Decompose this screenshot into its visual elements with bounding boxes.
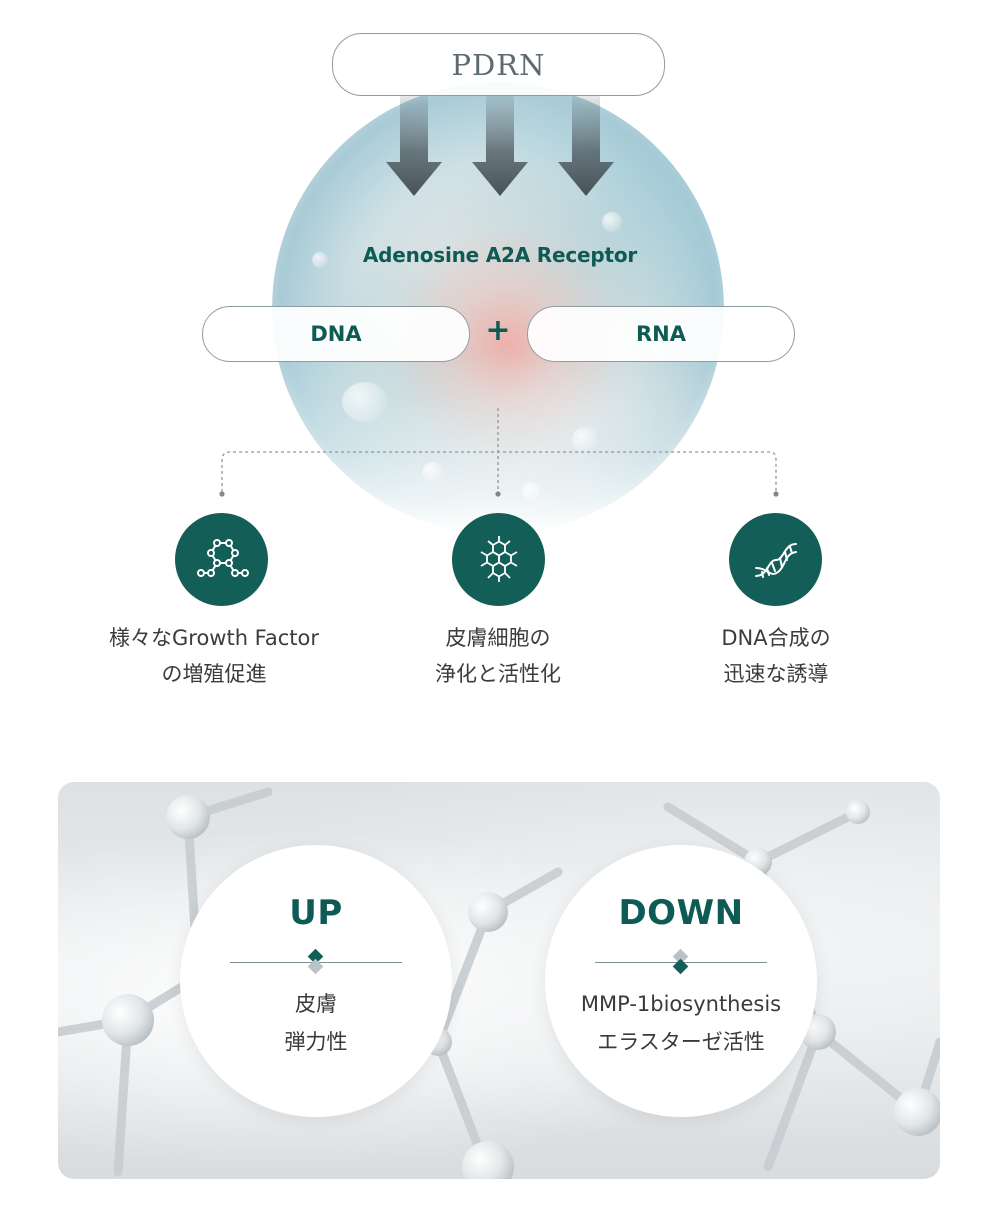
- down-text: MMP-1biosynthesis エラスターゼ活性: [545, 985, 817, 1061]
- up-circle: [180, 845, 452, 1117]
- benefit-3-line2: 迅速な誘導: [723, 662, 829, 686]
- rna-pill: RNA: [527, 306, 795, 362]
- rna-label: RNA: [636, 322, 686, 346]
- downward-arrows-icon: [386, 96, 614, 196]
- pdrn-label: PDRN: [451, 47, 546, 82]
- up-line1: 皮膚: [295, 992, 337, 1016]
- benefit-icon-1: [175, 513, 268, 606]
- benefit-text-2: 皮膚細胞の 浄化と活性化: [348, 620, 648, 692]
- molecule-background-icon: [58, 787, 940, 1179]
- down-line2: エラスターゼ活性: [597, 1030, 765, 1054]
- benefit-text-1: 様々なGrowth Factor の増殖促進: [64, 620, 364, 692]
- down-circle: [545, 845, 817, 1117]
- benefit-icon-2: [452, 513, 545, 606]
- benefit-text-3: DNA合成の 迅速な誘導: [626, 620, 926, 692]
- benefit-2-line1: 皮膚細胞の: [445, 626, 551, 650]
- benefit-3-line1: DNA合成の: [721, 626, 831, 650]
- benefit-2-line2: 浄化と活性化: [435, 662, 561, 686]
- pdrn-pill: PDRN: [332, 33, 665, 96]
- benefit-1-line2: の増殖促進: [161, 662, 267, 686]
- dna-label: DNA: [310, 322, 362, 346]
- up-title: UP: [289, 893, 343, 933]
- down-line1: MMP-1biosynthesis: [580, 992, 782, 1016]
- benefit-1-line1: 様々なGrowth Factor: [109, 626, 319, 650]
- down-title: DOWN: [618, 893, 744, 933]
- up-text: 皮膚 弾力性: [180, 985, 452, 1061]
- dna-helix-icon: [754, 542, 797, 578]
- up-line2: 弾力性: [284, 1030, 348, 1054]
- receptor-label: Adenosine A2A Receptor: [362, 243, 638, 267]
- dna-pill: DNA: [202, 306, 470, 362]
- benefit-icon-3: [729, 513, 822, 606]
- hexagon-cluster-icon: [480, 535, 517, 582]
- plus-symbol: +: [485, 313, 511, 348]
- connector-lines: [219, 408, 779, 497]
- molecule-network-icon: [196, 538, 249, 577]
